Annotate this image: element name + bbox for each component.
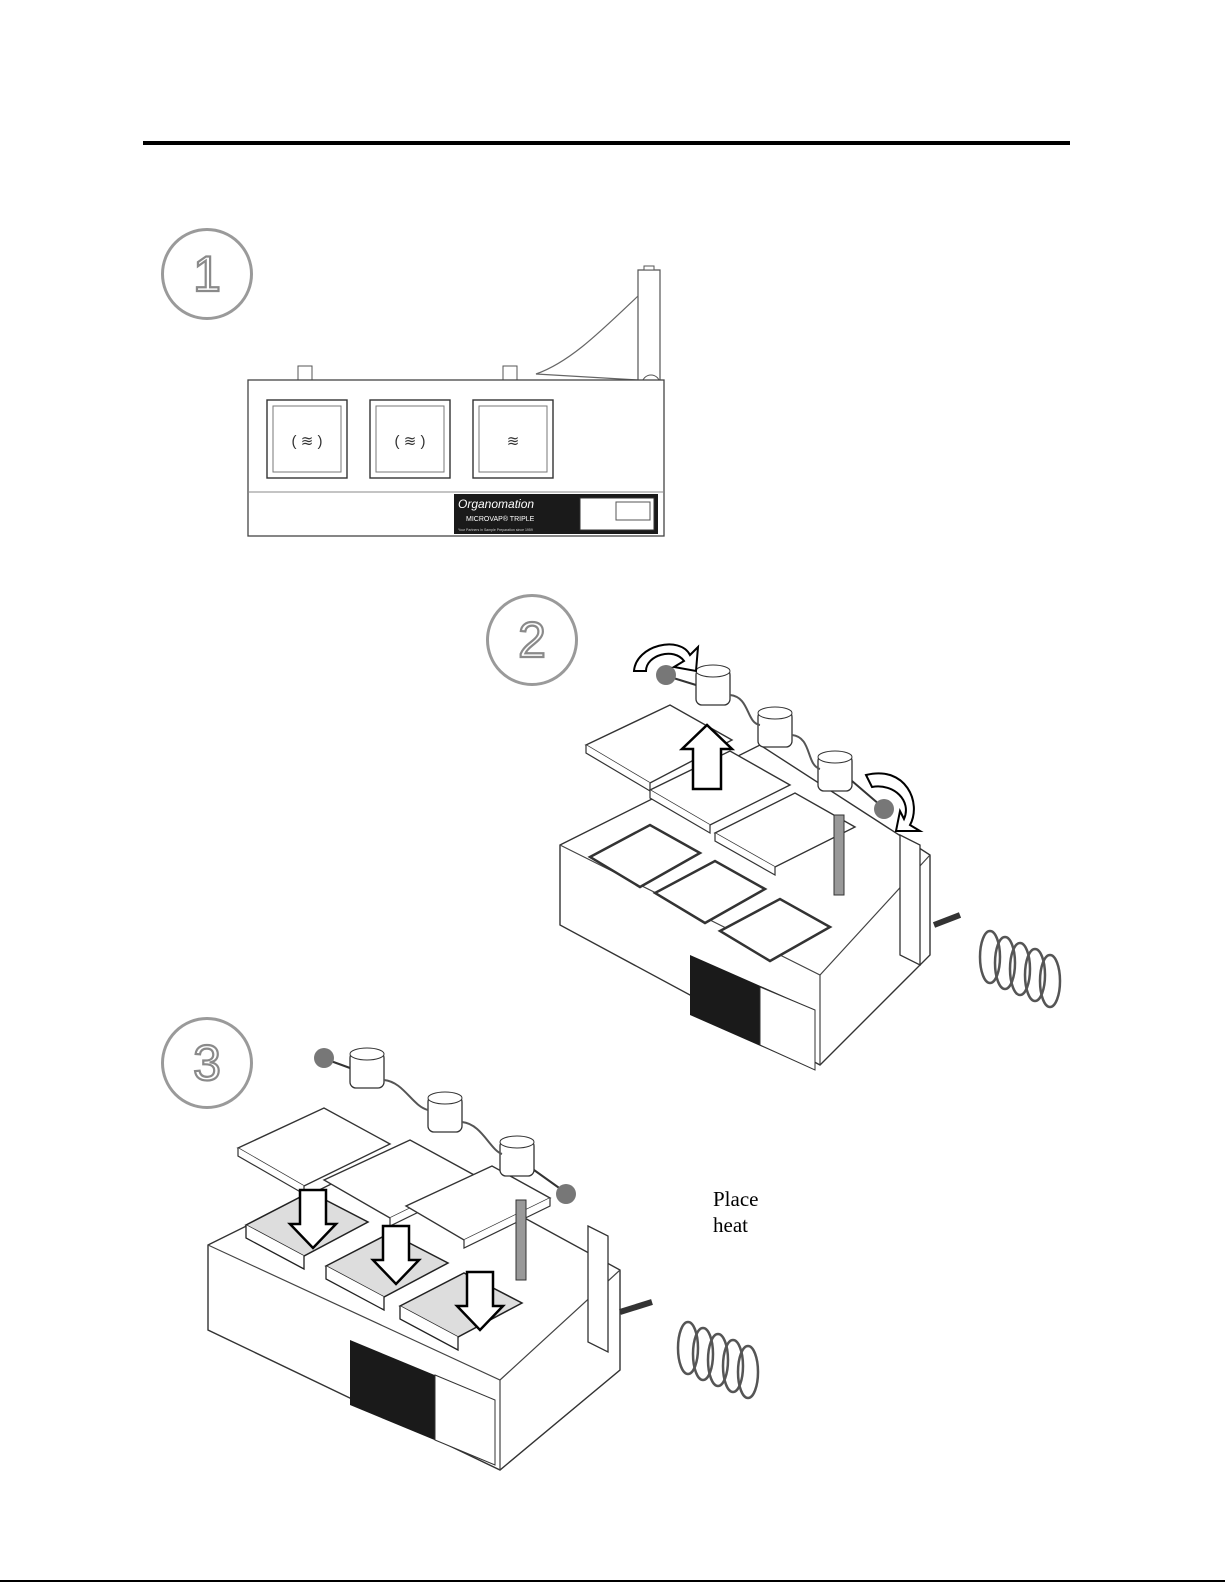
side-column <box>900 835 920 965</box>
knob <box>556 1184 576 1204</box>
post <box>298 366 312 380</box>
tagline-text: Your Partners in Sample Preparation sinc… <box>458 528 533 532</box>
side-column <box>588 1226 608 1352</box>
manifold-head <box>696 665 730 705</box>
heater-block: ≋ <box>473 400 553 478</box>
manifold-head <box>500 1136 534 1176</box>
step-number: 2 <box>518 615 546 665</box>
manifold-head <box>350 1048 384 1088</box>
bottom-rule <box>0 1580 1225 1582</box>
instruction-caption: Place heat <box>713 1186 758 1238</box>
svg-text:( ≋ ): ( ≋ ) <box>292 433 323 450</box>
manifold-head <box>758 707 792 747</box>
column <box>638 270 660 392</box>
knob <box>656 665 676 685</box>
figure-2-lids-raised <box>550 625 1070 1080</box>
manifold-head <box>818 751 852 791</box>
knob <box>874 799 894 819</box>
step-number: 1 <box>193 249 221 299</box>
threaded-rod <box>516 1200 526 1280</box>
manifold-head <box>428 1092 462 1132</box>
knob <box>314 1048 334 1068</box>
svg-text:≋: ≋ <box>507 433 520 450</box>
coiled-hose <box>678 1322 758 1398</box>
caption-line: heat <box>713 1212 758 1238</box>
label-panel: Organomation MICROVAP® TRIPLE Your Partn… <box>454 494 658 534</box>
heater-block: ( ≋ ) <box>370 400 450 478</box>
svg-text:( ≋ ): ( ≋ ) <box>395 433 426 450</box>
post <box>503 366 517 380</box>
top-rule <box>143 141 1070 145</box>
caption-line: Place <box>713 1186 758 1212</box>
figure-1-top-view: ( ≋ ) ( ≋ ) ≋ Organomation MICROVAP® TRI… <box>240 262 680 544</box>
coiled-hose <box>980 931 1060 1007</box>
brand-text: Organomation <box>458 497 534 511</box>
model-text: MICROVAP® TRIPLE <box>466 515 535 523</box>
threaded-rod <box>834 815 844 895</box>
figure-3-place-plates <box>200 1040 780 1480</box>
heater-block: ( ≋ ) <box>267 400 347 478</box>
